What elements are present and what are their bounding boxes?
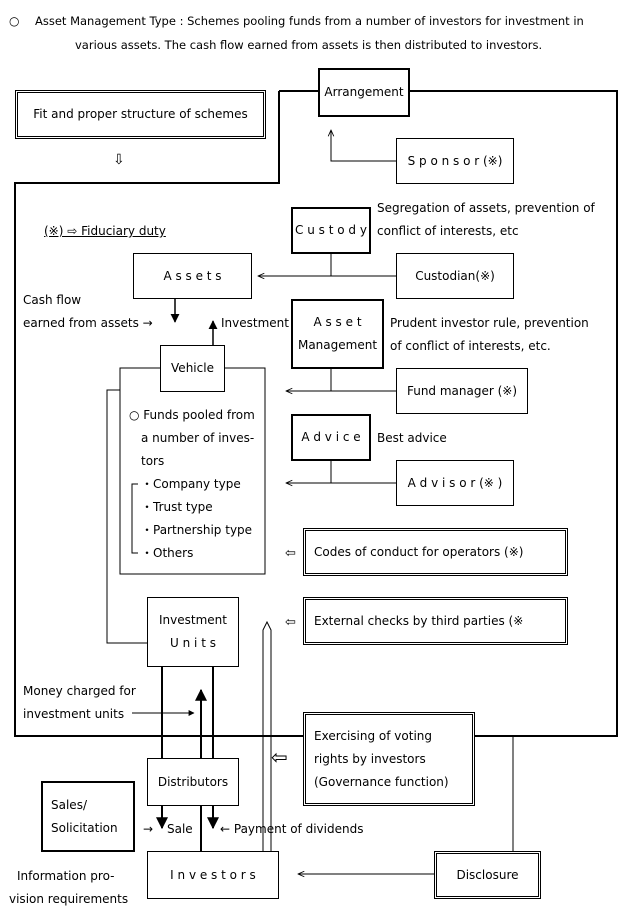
funds-pooled-1: ○ Funds pooled from xyxy=(129,408,255,422)
vehicle-box: Vehicle xyxy=(160,345,225,392)
disclosure-box: Disclosure xyxy=(434,851,541,899)
outer-frame xyxy=(14,90,618,737)
custody-note-1: Segregation of assets, prevention of xyxy=(377,201,595,215)
external-checks-box: External checks by third parties (※ xyxy=(303,597,568,645)
type-trust: ・Trust type xyxy=(141,500,213,514)
custodian-box: Custodian(※) xyxy=(396,253,514,299)
sale-label: Sale xyxy=(167,822,193,836)
am-note-1: Prudent investor rule, prevention xyxy=(390,316,589,330)
investment-units-box: Investment U n i t s xyxy=(147,597,239,667)
asset-management-box: A s s e t Management xyxy=(291,299,384,369)
fiduciary-duty-note: (※) ⇨ Fiduciary duty xyxy=(44,224,166,238)
type-others: ・Others xyxy=(141,546,194,560)
money-charged-2: investment units xyxy=(23,707,125,721)
money-charged-1: Money charged for xyxy=(23,684,136,698)
fit-arrow: ⇩ xyxy=(113,152,125,168)
info-provision-2: vision requirements xyxy=(9,892,129,906)
funds-pooled-3: tors xyxy=(141,454,165,468)
custody-note-2: conflict of interests, etc xyxy=(377,224,519,238)
assets-box: A s s e t s xyxy=(133,253,252,299)
custody-box: C u s t o d y xyxy=(291,207,371,254)
fit-proper-box: Fit and proper structure of schemes xyxy=(15,90,266,139)
advisor-box: A d v i s o r (※ ) xyxy=(396,460,514,506)
investors-box: I n v e s t o r s xyxy=(147,851,279,899)
codes-arrow: ⇦ xyxy=(285,546,296,561)
header-line-2: various assets. The cash flow earned fro… xyxy=(75,38,543,52)
investment-label: Investment xyxy=(221,316,289,330)
cash-flow-label-1: Cash flow xyxy=(23,293,82,307)
distributors-box: Distributors xyxy=(147,758,239,806)
sales-solicitation-box: Sales/ Solicitation xyxy=(41,781,135,852)
funds-pooled-2: a number of inves- xyxy=(141,431,255,445)
info-provision-1: Information pro- xyxy=(17,869,115,883)
voting-rights-box: Exercising of voting rights by investors… xyxy=(303,712,475,806)
header-bullet: ○ xyxy=(9,14,20,28)
am-note-2: of conflict of interests, etc. xyxy=(390,339,551,353)
advice-box: A d v i c e xyxy=(291,414,371,461)
header-line-1: Asset Management Type : Schemes pooling … xyxy=(35,14,584,28)
advice-note: Best advice xyxy=(377,431,447,445)
cash-flow-label-2: earned from assets → xyxy=(23,316,153,330)
type-partnership: ・Partnership type xyxy=(141,523,253,537)
sponsor-link xyxy=(331,130,396,162)
arrangement-box: Arrangement xyxy=(318,68,410,117)
payment-dividends-label: ← Payment of dividends xyxy=(220,822,364,836)
external-arrow: ⇦ xyxy=(285,615,296,630)
codes-of-conduct-box: Codes of conduct for operators (※) xyxy=(303,528,568,576)
fund-manager-box: Fund manager (※) xyxy=(396,368,528,414)
voting-arrow: ⇦ xyxy=(271,745,288,769)
sales-arrow: → xyxy=(143,822,154,836)
type-company: ・Company type xyxy=(141,477,241,491)
sponsor-box: S p o n s o r (※) xyxy=(396,138,514,184)
